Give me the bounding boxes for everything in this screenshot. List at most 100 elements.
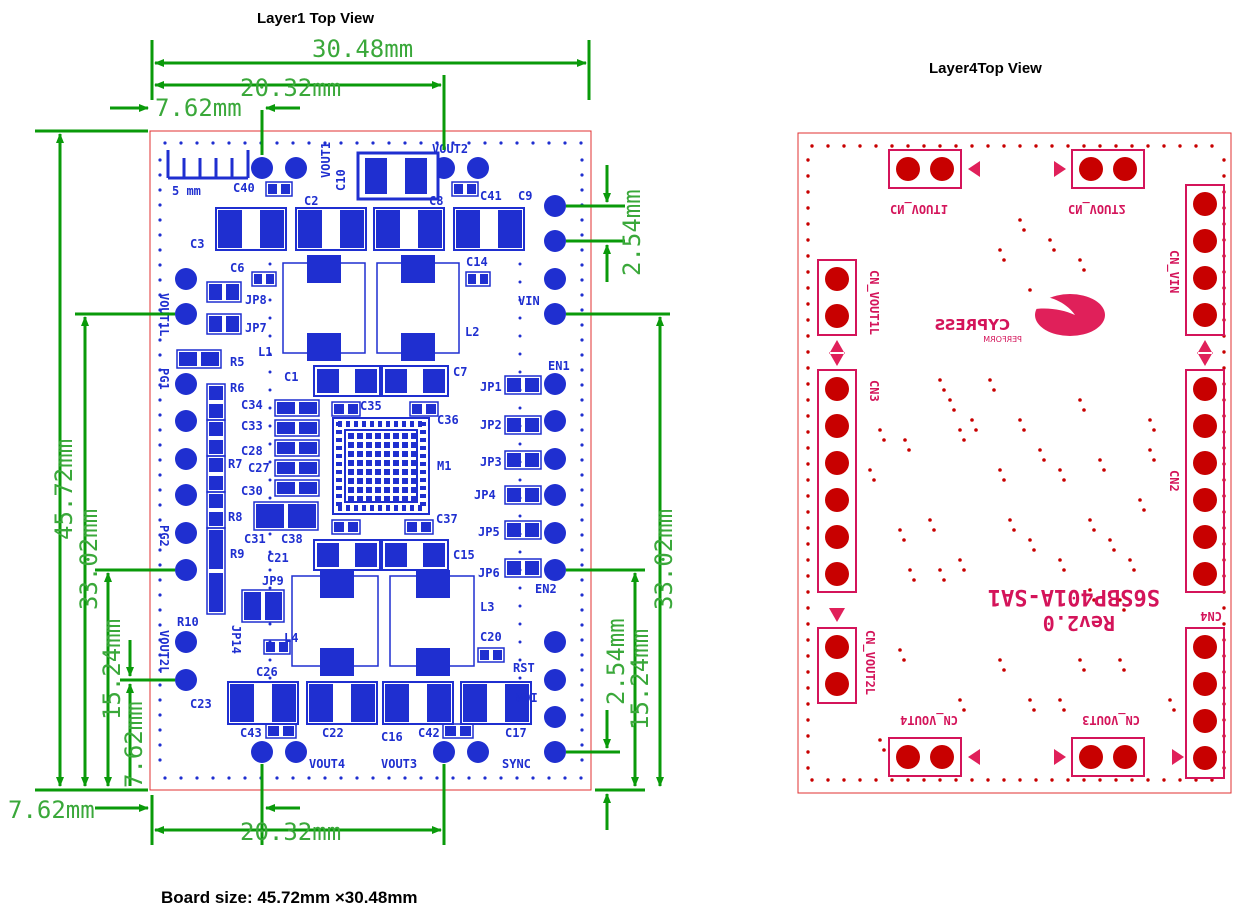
label-cn2: CN2 [1167, 470, 1181, 492]
dim-bottom-7: 7.62mm [8, 796, 95, 824]
layer4-title: Layer4Top View [929, 60, 1042, 77]
label-c37: C37 [436, 512, 458, 526]
inductor-pads [307, 255, 450, 676]
label-jp2: JP2 [480, 418, 502, 432]
label-c38: C38 [281, 532, 303, 546]
label-c40: C40 [233, 181, 255, 195]
label-rst: RST [513, 661, 535, 675]
dim-right-pitch-top: 2.54mm [618, 189, 646, 276]
dim-width-top-7: 7.62mm [155, 94, 242, 122]
label-c27: C27 [248, 461, 270, 475]
scale-bar-label: 5 mm [172, 184, 201, 198]
label-vout4: VOUT4 [309, 757, 345, 771]
label-jp5: JP5 [478, 525, 500, 539]
label-c3: C3 [190, 237, 204, 251]
label-c42: C42 [418, 726, 440, 740]
dim-height-total: 45.72mm [50, 439, 78, 540]
ic-m1 [332, 417, 430, 515]
label-c22: C22 [322, 726, 344, 740]
label-c43: C43 [240, 726, 262, 740]
label-r10: R10 [177, 615, 199, 629]
label-vout1: VOUT1 [319, 142, 333, 178]
label-vout2: VOUT2 [432, 142, 468, 156]
label-cn-vout3: CN_VOUT3 [1082, 712, 1140, 727]
label-en2: EN2 [535, 582, 557, 596]
label-c10: C10 [334, 169, 348, 191]
label-c34: C34 [241, 398, 263, 412]
dimension-lines [35, 40, 670, 845]
layer4-connector-outlines [817, 149, 1225, 779]
label-l4: L4 [284, 631, 298, 645]
label-jp14: JP14 [229, 625, 243, 654]
dim-width-top-20: 20.32mm [240, 74, 341, 102]
label-c21: C21 [267, 551, 289, 565]
label-en1: EN1 [548, 359, 570, 373]
label-wdi: WDI [516, 691, 538, 705]
dim-width-total: 30.48mm [312, 35, 413, 63]
label-r7: R7 [228, 457, 242, 471]
board-id-text: S6SBP401A-SA1 [988, 584, 1160, 609]
label-cn-vout1l: CN_VOUT1L [866, 270, 881, 335]
layer1-silkscreen: C40 C10 VOUT1 VOUT2 C2 C8 C41 C9 C3 C6 C… [157, 142, 570, 771]
dim-left-33: 33.02mm [75, 509, 103, 610]
dim-right-pitch-bottom: 2.54mm [602, 618, 630, 705]
revision-text: Rev2.0 [1043, 611, 1115, 635]
label-c6: C6 [230, 261, 244, 275]
label-c23: C23 [190, 697, 212, 711]
label-c14: C14 [466, 255, 488, 269]
label-cn4: CN4 [1200, 609, 1222, 623]
label-cn-vout1: CN_VOUT1 [890, 201, 948, 216]
label-pg2: PG2 [157, 525, 171, 547]
layer4-connector-pads [825, 157, 1217, 770]
label-l1: L1 [258, 345, 272, 359]
label-c8: C8 [429, 194, 443, 208]
label-jp3: JP3 [480, 455, 502, 469]
right-header-pads [544, 195, 566, 763]
label-cn3: CN3 [867, 380, 881, 402]
label-l2: L2 [465, 325, 479, 339]
label-c20: C20 [480, 630, 502, 644]
label-l3: L3 [480, 600, 494, 614]
label-c36: C36 [437, 413, 459, 427]
cypress-logo-text: CYPRESS [934, 316, 1010, 334]
dim-left-7: 7.62mm [120, 701, 148, 788]
label-c28: C28 [241, 444, 263, 458]
label-jp4: JP4 [474, 488, 496, 502]
label-c30: C30 [241, 484, 263, 498]
board-size-caption: Board size: 45.72mm ×30.48mm [161, 888, 418, 907]
label-c35: C35 [360, 399, 382, 413]
label-m1: M1 [437, 459, 451, 473]
layer4-silkscreen: CN_VOUT1 CN_VOUT2 CN_VIN CN_VOUT1L CN3 C… [862, 201, 1222, 727]
label-cn-vout2: CN_VOUT2 [1068, 201, 1126, 216]
label-c16: C16 [381, 730, 403, 744]
label-c1: C1 [284, 370, 298, 384]
label-vout3: VOUT3 [381, 757, 417, 771]
label-c2: C2 [304, 194, 318, 208]
label-cn-vout4: CN_VOUT4 [900, 712, 958, 727]
dimension-labels: 30.48mm 20.32mm 7.62mm 45.72mm 33.02mm 1… [8, 35, 678, 846]
dim-right-15: 15.24mm [626, 629, 654, 730]
label-jp8: JP8 [245, 293, 267, 307]
label-r6: R6 [230, 381, 244, 395]
label-c31: C31 [244, 532, 266, 546]
label-jp7: JP7 [245, 321, 267, 335]
label-c17: C17 [505, 726, 527, 740]
label-r5: R5 [230, 355, 244, 369]
dim-right-33: 33.02mm [650, 509, 678, 610]
label-c7: C7 [453, 365, 467, 379]
label-c15: C15 [453, 548, 475, 562]
label-c33: C33 [241, 419, 263, 433]
pin1-markers [829, 161, 1213, 765]
label-jp1: JP1 [480, 380, 502, 394]
label-c9: C9 [518, 189, 532, 203]
top-pads [251, 151, 489, 201]
bottom-pads [251, 741, 489, 763]
label-r8: R8 [228, 510, 242, 524]
cypress-logo-subtext: PERFORM [983, 335, 1022, 344]
label-jp6: JP6 [478, 566, 500, 580]
label-vin: VIN [518, 294, 540, 308]
label-pg1: PG1 [157, 368, 171, 390]
layer1-board: 5 mm [149, 130, 592, 791]
left-header-pads [175, 268, 197, 691]
